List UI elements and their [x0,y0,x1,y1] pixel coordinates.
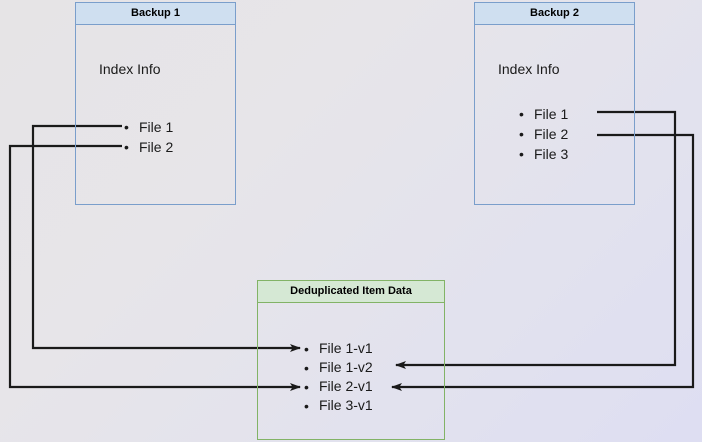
list-item[interactable]: File 1 [124,117,173,137]
node-backup-1-body: Index Info File 1 File 2 [76,25,235,205]
backup-1-index-label: Index Info [99,61,161,77]
list-item[interactable]: File 1 [519,104,568,124]
list-item[interactable]: File 2-v1 [304,377,373,397]
backup-2-index-label: Index Info [498,61,560,77]
node-dedup-header: Deduplicated Item Data [258,281,444,303]
dedup-file-list: File 1-v1 File 1-v2 File 2-v1 File 3-v1 [304,339,373,416]
backup-1-file-list: File 1 File 2 [124,117,173,157]
node-backup-2-body: Index Info File 1 File 2 File 3 [475,25,634,205]
list-item[interactable]: File 3 [519,144,568,164]
node-dedup-body: File 1-v1 File 1-v2 File 2-v1 File 3-v1 [258,303,444,440]
node-backup-1-header: Backup 1 [76,3,235,25]
node-deduplicated-item-data[interactable]: Deduplicated Item Data File 1-v1 File 1-… [257,280,445,440]
node-backup-1[interactable]: Backup 1 Index Info File 1 File 2 [75,2,236,205]
node-backup-2[interactable]: Backup 2 Index Info File 1 File 2 File 3 [474,2,635,205]
list-item[interactable]: File 2 [124,137,173,157]
list-item[interactable]: File 1-v1 [304,339,373,359]
node-backup-2-header: Backup 2 [475,3,634,25]
list-item[interactable]: File 1-v2 [304,358,373,378]
list-item[interactable]: File 3-v1 [304,396,373,416]
backup-2-file-list: File 1 File 2 File 3 [519,104,568,164]
list-item[interactable]: File 2 [519,124,568,144]
